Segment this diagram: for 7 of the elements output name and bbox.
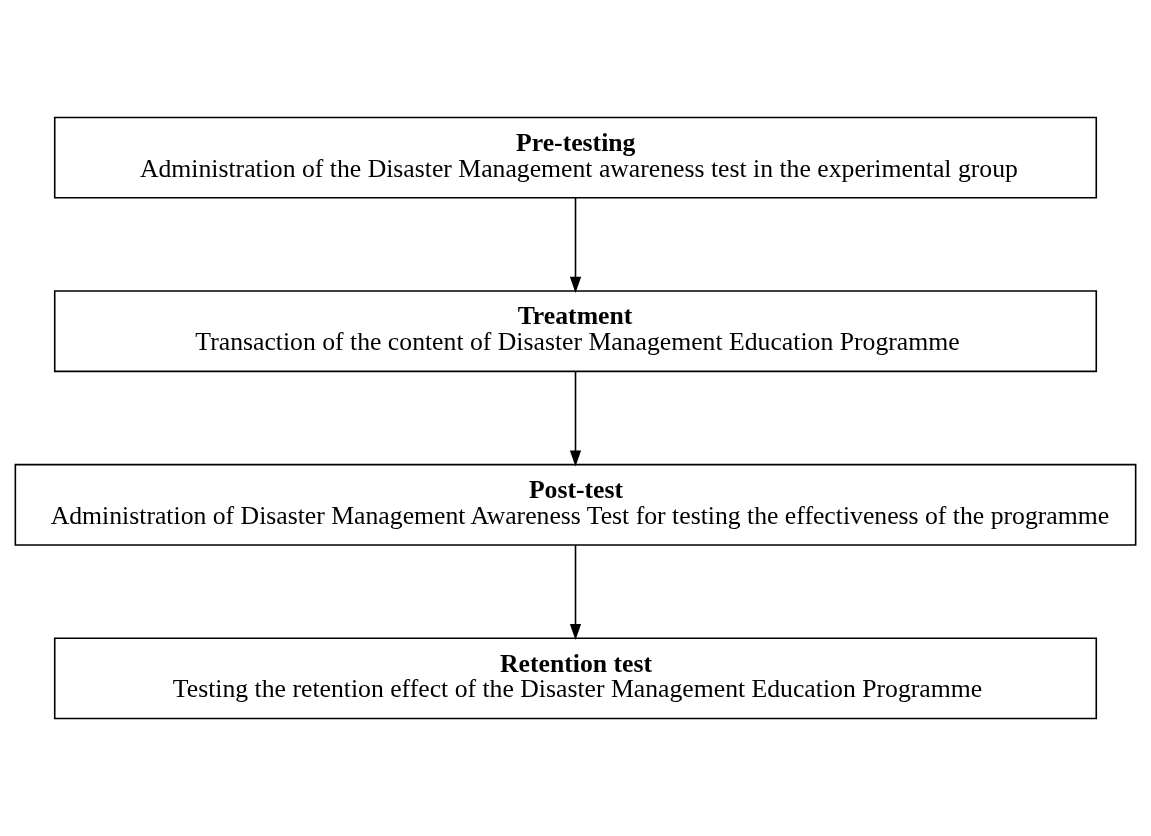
node-box: Post-test Administration of Disaster Management Awareness Test for testing the effectiveness of the programme	[14, 463, 1137, 546]
arrow	[569, 544, 582, 641]
node-box: Retention test Testing the retention effect of the Disaster Management Education Programme	[53, 637, 1098, 720]
arrow	[569, 197, 582, 293]
arrow	[569, 370, 582, 467]
node-box: Pre-testing Administration of the Disaster Management awareness test in the experimental group	[53, 116, 1098, 199]
node-box: Treatment Transaction of the content of Disaster Management Education Programme	[53, 290, 1098, 373]
